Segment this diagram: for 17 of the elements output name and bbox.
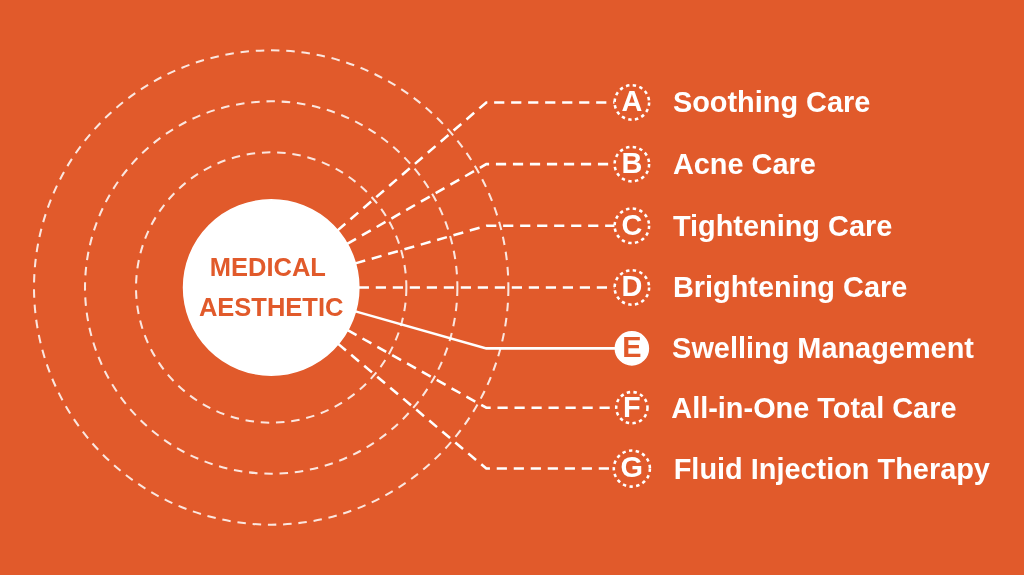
node-circle: B bbox=[613, 145, 651, 183]
node-caption: Tightening Care bbox=[672, 209, 893, 242]
node-circle: E bbox=[614, 331, 650, 366]
node-circle: F bbox=[614, 390, 649, 425]
node-caption: Swelling Management bbox=[672, 332, 974, 365]
node-caption: Acne Care bbox=[672, 148, 816, 181]
node-caption: All-in-One Total Care bbox=[671, 391, 957, 424]
node-circle: G bbox=[612, 449, 652, 488]
connector bbox=[355, 224, 615, 265]
node-caption: Fluid Injection Therapy bbox=[673, 452, 990, 485]
node-caption: Brightening Care bbox=[672, 271, 908, 304]
node-circle: C bbox=[613, 207, 651, 245]
node-circle: D bbox=[613, 269, 651, 306]
node-circle: A bbox=[613, 83, 651, 121]
connector bbox=[355, 310, 616, 350]
node-circle: MEDICAL AESTHETIC bbox=[182, 199, 360, 376]
node-caption: Soothing Care bbox=[672, 86, 871, 119]
